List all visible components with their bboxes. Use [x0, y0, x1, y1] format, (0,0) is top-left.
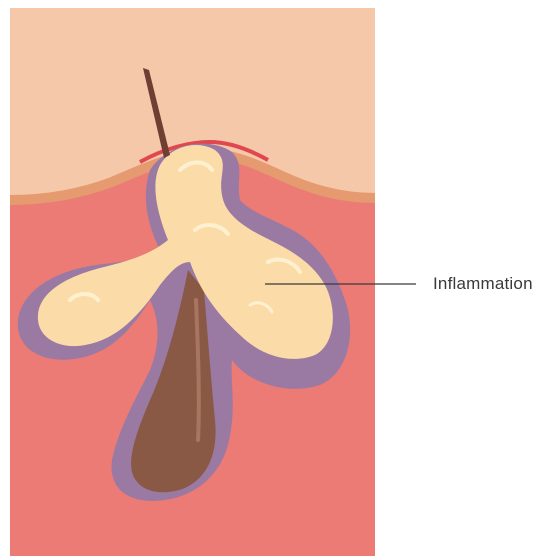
inflammation-label: Inflammation — [433, 274, 533, 294]
